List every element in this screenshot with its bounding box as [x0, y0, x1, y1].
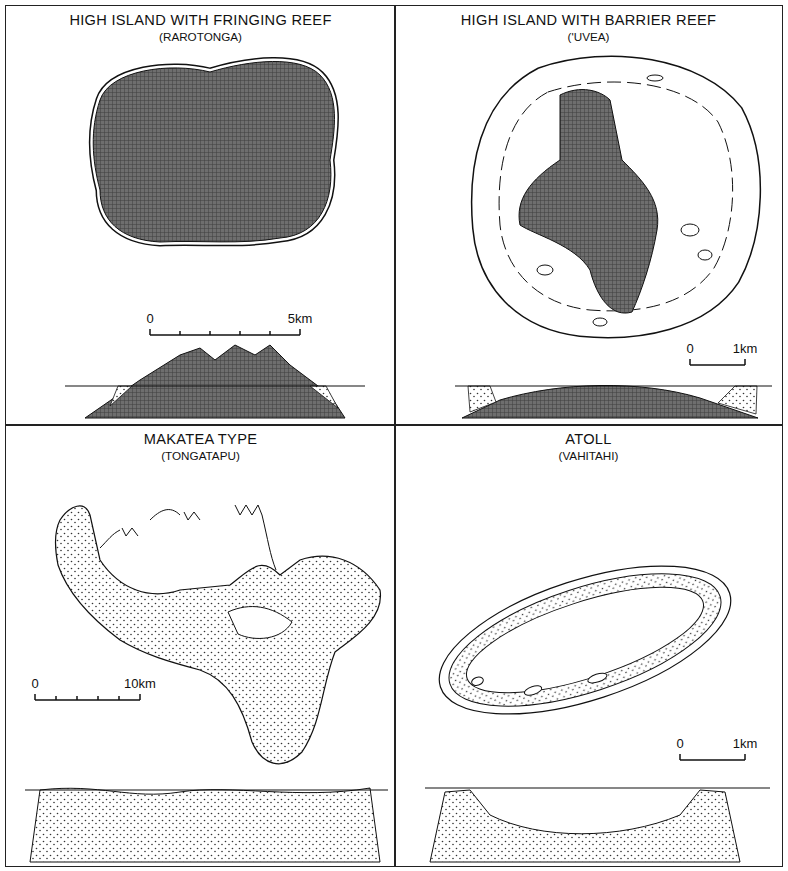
scale-label: 1km [733, 736, 758, 751]
panel-title: HIGH ISLAND WITH FRINGING REEF [6, 12, 395, 28]
scale-label: 10km [124, 676, 156, 691]
island-name: ('UVEA) [395, 30, 782, 43]
tongatapu-map [56, 505, 381, 764]
rarotonga-profile [65, 345, 365, 418]
uvea-map [476, 61, 756, 334]
makatea-panel: MAKATEA TYPE (TONGATAPU) [5, 424, 396, 867]
rarotonga-map [93, 61, 334, 242]
panel-title: ATOLL [395, 431, 782, 447]
barrier-reef-panel: HIGH ISLAND WITH BARRIER REEF ('UVEA) [394, 5, 783, 426]
vahitahi-map [422, 536, 748, 744]
atoll-panel: ATOLL (VAHITAHI) [394, 424, 783, 867]
scale-label: 0 [676, 736, 683, 751]
vahitahi-scale-bar [680, 754, 745, 760]
scale-label: 0 [146, 311, 153, 326]
vahitahi-profile [425, 788, 770, 862]
island-name: (RAROTONGA) [6, 30, 395, 43]
scale-label: 5km [288, 311, 313, 326]
island-name: (VAHITAHI) [395, 449, 782, 462]
island-name: (TONGATAPU) [6, 449, 395, 462]
panel-title: HIGH ISLAND WITH BARRIER REEF [395, 12, 782, 28]
scale-label: 1km [733, 341, 758, 356]
fringing-reef-panel: HIGH ISLAND WITH FRINGING REEF (RAROTONGA… [5, 5, 396, 426]
uvea-scale-bar [690, 359, 745, 365]
tongatapu-profile [25, 788, 388, 862]
uvea-profile [455, 385, 772, 418]
scale-label: 0 [31, 676, 38, 691]
tongatapu-scale-bar [35, 694, 140, 700]
panel-title: MAKATEA TYPE [6, 431, 395, 447]
scale-label: 0 [686, 341, 693, 356]
rarotonga-scale-bar [150, 329, 300, 335]
